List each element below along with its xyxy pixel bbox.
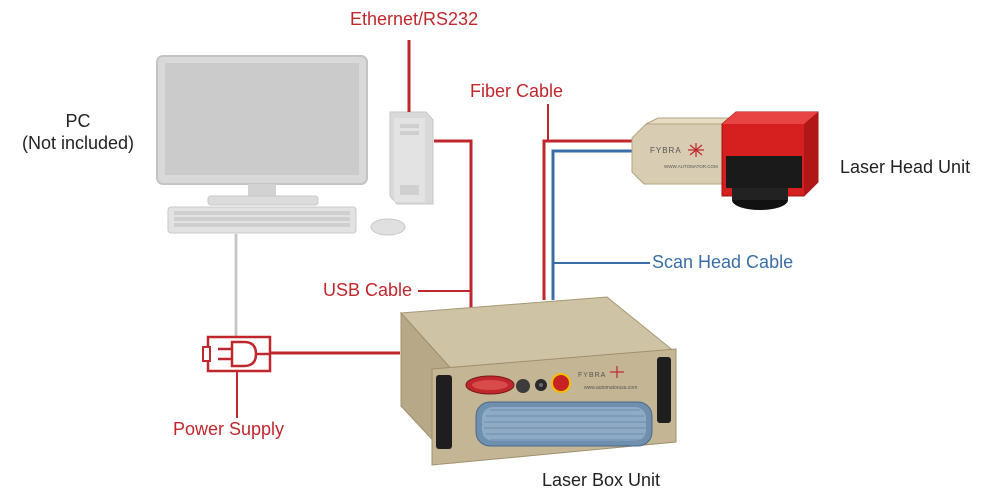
keyboard-icon — [167, 206, 357, 234]
laser-box-unit: FYBRA www.automatorusa.com — [399, 296, 677, 466]
box-star-icon — [610, 366, 624, 378]
fiber-cable-label: Fiber Cable — [470, 81, 564, 101]
pc-illustration — [156, 55, 434, 236]
box-brand-text: FYBRA — [578, 372, 606, 379]
pc-label-line2: (Not included) — [21, 133, 135, 153]
head-url-text: WWW.AUTOMATOR.COM — [664, 164, 718, 169]
power-supply-label: Power Supply — [173, 419, 285, 439]
monitor-icon — [156, 55, 368, 206]
head-brand-text: FYBRA — [650, 146, 682, 155]
pc-label: PC (Not included) — [8, 110, 148, 154]
box-url-text: www.automatorusa.com — [584, 385, 637, 391]
scan-head-cable — [551, 149, 637, 300]
usb-cable — [434, 139, 473, 308]
ethernet-label: Ethernet/RS232 — [350, 9, 479, 29]
laser-head-unit-label: Laser Head Unit — [840, 157, 971, 177]
vent-grille — [475, 401, 653, 447]
pc-label-line1: PC — [65, 111, 91, 131]
laser-box-unit-label: Laser Box Unit — [542, 470, 661, 490]
head-star-icon — [688, 143, 704, 157]
laser-head-unit: FYBRA WWW.AUTOMATOR.COM — [631, 111, 819, 210]
usb-cable-label: USB Cable — [323, 280, 413, 300]
pc-tower-icon — [389, 111, 434, 205]
power-plug-icon — [202, 335, 272, 373]
mouse-icon — [370, 218, 406, 236]
scan-head-cable-label: Scan Head Cable — [652, 252, 794, 272]
fiber-cable — [542, 139, 637, 300]
